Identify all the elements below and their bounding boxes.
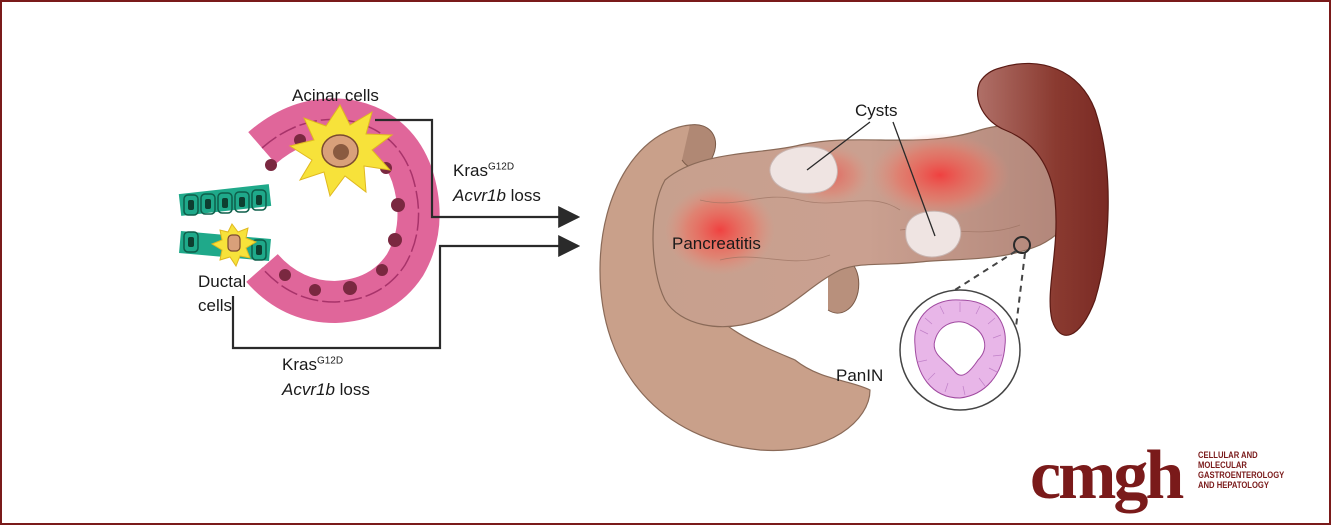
cysts-label: Cysts [855,101,898,121]
cmgh-logo-mark: cmgh [1030,446,1181,506]
logo-line: CELLULAR AND [1198,450,1292,460]
panin-label: PanIN [836,366,883,386]
kras-mutation: G12D [488,161,514,172]
cyst [906,211,961,257]
pancreatitis-label: Pancreatitis [672,234,761,254]
logo-line: GASTROENTEROLOGY [1198,470,1292,480]
acvr-gene: Acvr1b [453,186,506,205]
cyst [770,147,837,194]
ductal-starburst [212,224,256,266]
upper-kras-label: KrasG12D [453,161,514,181]
cmgh-logo-text: CELLULAR AND MOLECULAR GASTROENTEROLOGY … [1198,450,1292,490]
acvr-gene: Acvr1b [282,380,335,399]
logo-line: AND HEPATOLOGY [1198,480,1292,490]
ductal-cells-label-line1: Ductal [198,272,246,292]
kras-mutation: G12D [317,355,343,366]
kras-gene: Kras [282,355,317,374]
acvr-suffix: loss [506,186,541,205]
acinar-cells-label: Acinar cells [292,86,379,106]
logo-line: MOLECULAR [1198,460,1292,470]
acvr-suffix: loss [335,380,370,399]
kras-gene: Kras [453,161,488,180]
ductal-cells-label-line2: cells [198,296,232,316]
pancreas [600,63,1108,450]
lower-acvr-label: Acvr1b loss [282,380,370,400]
lower-kras-label: KrasG12D [282,355,343,375]
upper-acvr-label: Acvr1b loss [453,186,541,206]
panin-histology [900,290,1020,410]
inflammation-spot [870,133,1010,217]
